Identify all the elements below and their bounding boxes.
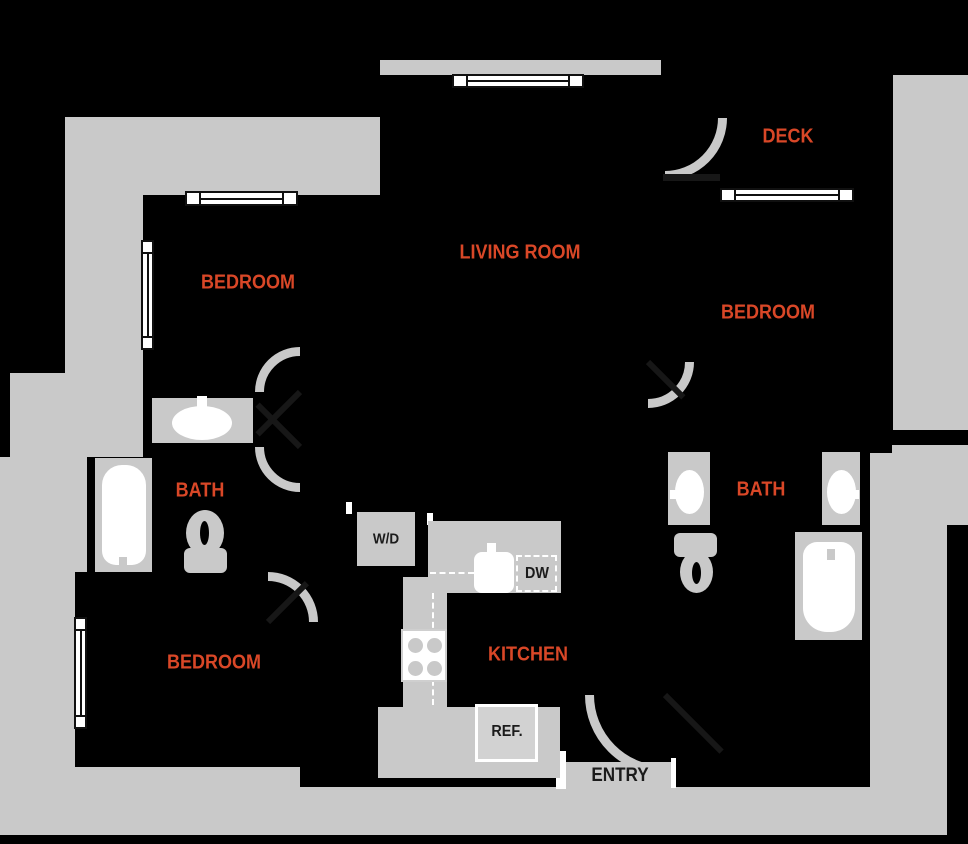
door-swing-arc-bedroom-bottom (268, 572, 318, 622)
building-mass-right-upper (893, 75, 968, 430)
counter-overhang-dash-h (430, 572, 474, 574)
room-label-deck: DECK (762, 125, 814, 148)
building-mass-left-mid (0, 457, 87, 572)
toilet-right-bowl-hole (692, 562, 701, 584)
window-bedroom-left-top (185, 191, 298, 206)
room-label-bath-right: BATH (736, 478, 786, 501)
window-bedroom-left-side (141, 240, 154, 350)
building-mass-left-step (10, 373, 143, 457)
washer-dryer-label: W/D (372, 530, 400, 548)
sink-bath-left (172, 406, 232, 440)
refrigerator-label: REF. (491, 723, 523, 740)
bathtub-left (102, 465, 146, 565)
door-swing-arc-entry (585, 695, 665, 775)
room-label-kitchen: KITCHEN (487, 643, 569, 666)
door-swing-arc-bedroom-left (255, 347, 300, 392)
toilet-left-bowl-hole (200, 521, 209, 545)
bathtub-left-faucet (119, 557, 127, 568)
door-swing-arc-bath-left (255, 447, 300, 492)
room-label-bedroom-left: BEDROOM (200, 271, 296, 294)
building-mass-left-upper (65, 195, 143, 373)
room-label-entry: ENTRY (591, 765, 649, 786)
room-label-bedroom-right: BEDROOM (720, 301, 816, 324)
wd-closet-jamb-left (346, 502, 352, 514)
entry-door-jamb-left (556, 751, 566, 789)
kitchen-sink-faucet (487, 543, 496, 555)
refrigerator (475, 704, 538, 762)
door-leaf-deck (663, 174, 720, 181)
building-mass-bottom-band (300, 787, 947, 835)
building-mass-bottom-left-band (0, 767, 300, 835)
door-swing-arc-deck (665, 118, 727, 180)
bathtub-right-faucet (827, 549, 835, 560)
room-label-living-room: LIVING ROOM (459, 241, 581, 264)
dishwasher-label: DW (525, 565, 549, 582)
building-mass-top-strip (380, 60, 661, 75)
window-living-room (452, 74, 584, 88)
stove (401, 629, 447, 682)
door-leaf-entry (662, 692, 724, 754)
building-mass-left-lower (0, 572, 75, 767)
room-label-bedroom-bottom: BEDROOM (166, 651, 262, 674)
faucet-bath-right-b (845, 490, 859, 499)
window-bedroom-right-deck (720, 188, 854, 202)
room-label-bath-left: BATH (175, 479, 225, 502)
building-mass-right-lower (870, 453, 947, 787)
wd-closet-jamb-right (427, 513, 433, 525)
entry-door-jamb-right (671, 758, 676, 788)
door-swing-arc-bedroom-right (648, 362, 694, 408)
dishwasher (516, 555, 557, 592)
toilet-left-tank (184, 548, 227, 573)
window-bedroom-bottom-side (74, 617, 87, 729)
faucet-bath-right-a (670, 490, 684, 499)
kitchen-sink (474, 552, 514, 593)
building-mass-top-left-band (65, 117, 380, 195)
washer-dryer (357, 512, 415, 566)
faucet-bath-left (197, 396, 207, 409)
